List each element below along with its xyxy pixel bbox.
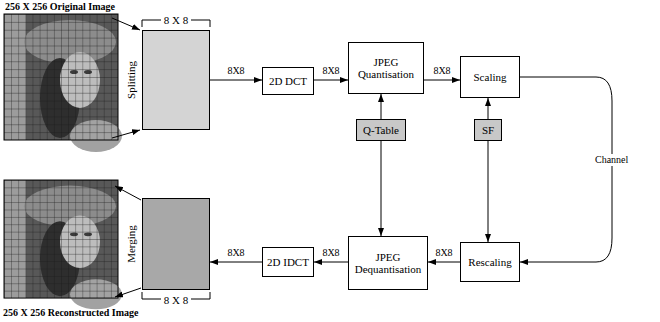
merge-line	[115, 186, 141, 200]
flow-arrow	[424, 80, 460, 81]
flow-arrow	[314, 262, 348, 263]
step-label: Splitting	[125, 61, 137, 99]
box-text: SF	[482, 124, 494, 136]
box-text: Q-Table	[363, 124, 399, 136]
reconstructed-image	[4, 180, 122, 309]
image-title: 256 X 256 Original Image	[5, 1, 115, 13]
size-label: 8X8	[321, 247, 340, 259]
block-square: 8 X 8	[142, 198, 210, 290]
merge-line	[115, 288, 141, 297]
channel-label: Channel	[594, 154, 629, 166]
flow-arrow	[428, 262, 460, 263]
original-image	[4, 14, 122, 152]
size-label: 8X8	[226, 65, 245, 77]
box-text: JPEG Dequantisation	[349, 251, 427, 275]
size-label: 8X8	[432, 65, 451, 77]
process-box: JPEG Quantisation	[348, 42, 424, 94]
box-text: 2D DCT	[269, 75, 307, 87]
size-label: 8 X 8	[161, 294, 191, 307]
split-line	[112, 18, 140, 30]
size-label: 8X8	[434, 247, 453, 259]
box-text: JPEG Quantisation	[349, 56, 423, 80]
table-box: Q-Table	[356, 119, 406, 141]
process-box: Rescaling	[460, 242, 520, 282]
box-text: Scaling	[474, 71, 507, 83]
flow-arrow	[210, 80, 262, 81]
flow-arrow	[488, 98, 489, 119]
flow-arrow	[314, 80, 348, 81]
flow-arrow	[381, 141, 382, 236]
factor-box: SF	[474, 119, 502, 141]
size-label: 8X8	[321, 65, 340, 77]
split-line	[112, 130, 140, 138]
flow-arrow	[488, 141, 489, 242]
process-box: Scaling	[460, 56, 520, 98]
block-square: 8 X 8	[142, 30, 210, 130]
flow-arrow	[381, 94, 382, 119]
flow-arrow	[520, 77, 612, 262]
process-box: 2D DCT	[262, 67, 314, 95]
step-label: Merging	[125, 225, 137, 263]
process-box: 2D IDCT	[262, 247, 314, 277]
size-label: 8X8	[226, 247, 245, 259]
flow-arrow	[210, 262, 262, 263]
process-box: JPEG Dequantisation	[348, 236, 428, 290]
box-text: 2D IDCT	[267, 256, 309, 268]
image-title: 256 X 256 Reconstructed Image	[3, 307, 139, 319]
size-label: 8 X 8	[161, 14, 191, 27]
box-text: Rescaling	[468, 256, 511, 268]
